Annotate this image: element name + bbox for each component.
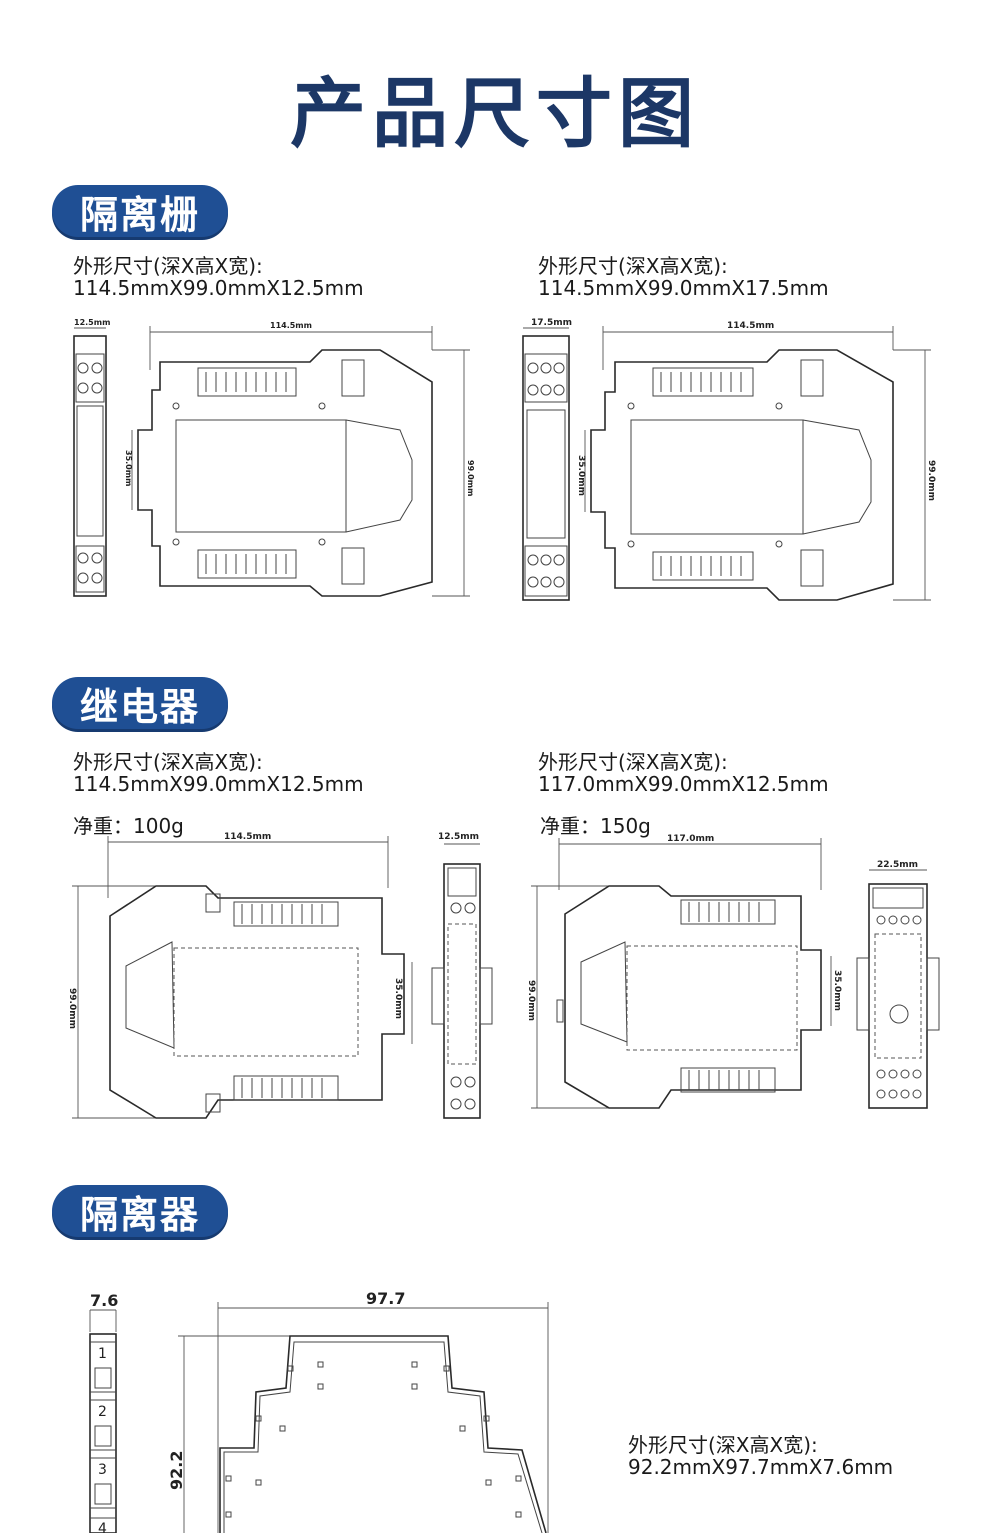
- terminal-number: 1: [98, 1346, 107, 1362]
- section-label-relay: 继电器: [52, 677, 228, 729]
- barrier-17-5-drawing: 17.5mm 114.5mm 35.0mm 99.0mm: [522, 318, 936, 601]
- relay-12-5-drawing: 114.5mm 99.0mm 35.0mm 12.5mm: [67, 832, 493, 1119]
- depth-label: 114.5mm: [224, 832, 271, 842]
- relay-22-5-drawing: 117.0mm 99.0mm 35.0mm 22.5mm: [526, 834, 940, 1109]
- spec-label: 外形尺寸(深X高X宽):: [73, 254, 263, 278]
- height-label: 92.2: [167, 1451, 186, 1490]
- spec-value: 114.5mmX99.0mmX12.5mm: [73, 772, 364, 796]
- height-label: 99.0mm: [526, 980, 536, 1021]
- rail-label: 35.0mm: [393, 978, 403, 1019]
- isolator-drawing: 7.6 1 2 3 4 97.7 92.2: [89, 1289, 549, 1533]
- width-label: 12.5mm: [438, 832, 479, 842]
- spec-label: 外形尺寸(深X高X宽):: [538, 750, 728, 774]
- terminal-number: 4: [98, 1521, 107, 1533]
- depth-label: 117.0mm: [667, 834, 714, 844]
- width-label: 17.5mm: [531, 318, 572, 328]
- spec-value: 114.5mmX99.0mmX12.5mm: [73, 276, 364, 300]
- spec-value: 117.0mmX99.0mmX12.5mm: [538, 772, 829, 796]
- section-label-isolation-barrier: 隔离栅: [52, 185, 228, 237]
- depth-label: 114.5mm: [270, 321, 312, 330]
- net-weight: 净重：100g: [73, 814, 184, 838]
- depth-label: 97.7: [366, 1289, 405, 1308]
- rail-label: 35.0mm: [832, 970, 842, 1011]
- spec-block: 外形尺寸(深X高X宽): 114.5mmX99.0mmX17.5mm: [538, 255, 829, 299]
- width-label: 22.5mm: [877, 860, 918, 870]
- terminal-number: 3: [98, 1462, 107, 1478]
- net-weight: 净重：150g: [540, 814, 651, 838]
- width-label: 12.5mm: [74, 318, 110, 327]
- page-title: 产品尺寸图: [290, 69, 700, 158]
- spec-label: 外形尺寸(深X高X宽):: [73, 750, 263, 774]
- barrier-12-5-drawing: 12.5mm 114.5mm 35.0mm 99.0mm: [73, 318, 475, 597]
- rail-label: 35.0mm: [576, 455, 586, 496]
- depth-label: 114.5mm: [727, 321, 774, 331]
- section-label-isolator: 隔离器: [52, 1185, 228, 1237]
- width-label: 7.6: [90, 1291, 118, 1310]
- spec-value: 92.2mmX97.7mmX7.6mm: [628, 1455, 894, 1479]
- height-label: 99.0mm: [67, 988, 77, 1029]
- spec-block: 外形尺寸(深X高X宽): 114.5mmX99.0mmX12.5mm: [73, 255, 364, 299]
- terminal-number: 2: [98, 1404, 107, 1420]
- spec-block: 外形尺寸(深X高X宽): 114.5mmX99.0mmX12.5mm: [73, 751, 364, 795]
- spec-label: 外形尺寸(深X高X宽):: [628, 1433, 818, 1457]
- height-label: 99.0mm: [926, 460, 936, 501]
- spec-label: 外形尺寸(深X高X宽):: [538, 254, 728, 278]
- spec-block: 外形尺寸(深X高X宽): 92.2mmX97.7mmX7.6mm: [628, 1434, 893, 1478]
- height-label: 99.0mm: [466, 460, 475, 496]
- spec-block: 外形尺寸(深X高X宽): 117.0mmX99.0mmX12.5mm: [538, 751, 829, 795]
- spec-value: 114.5mmX99.0mmX17.5mm: [538, 276, 829, 300]
- rail-label: 35.0mm: [124, 450, 133, 486]
